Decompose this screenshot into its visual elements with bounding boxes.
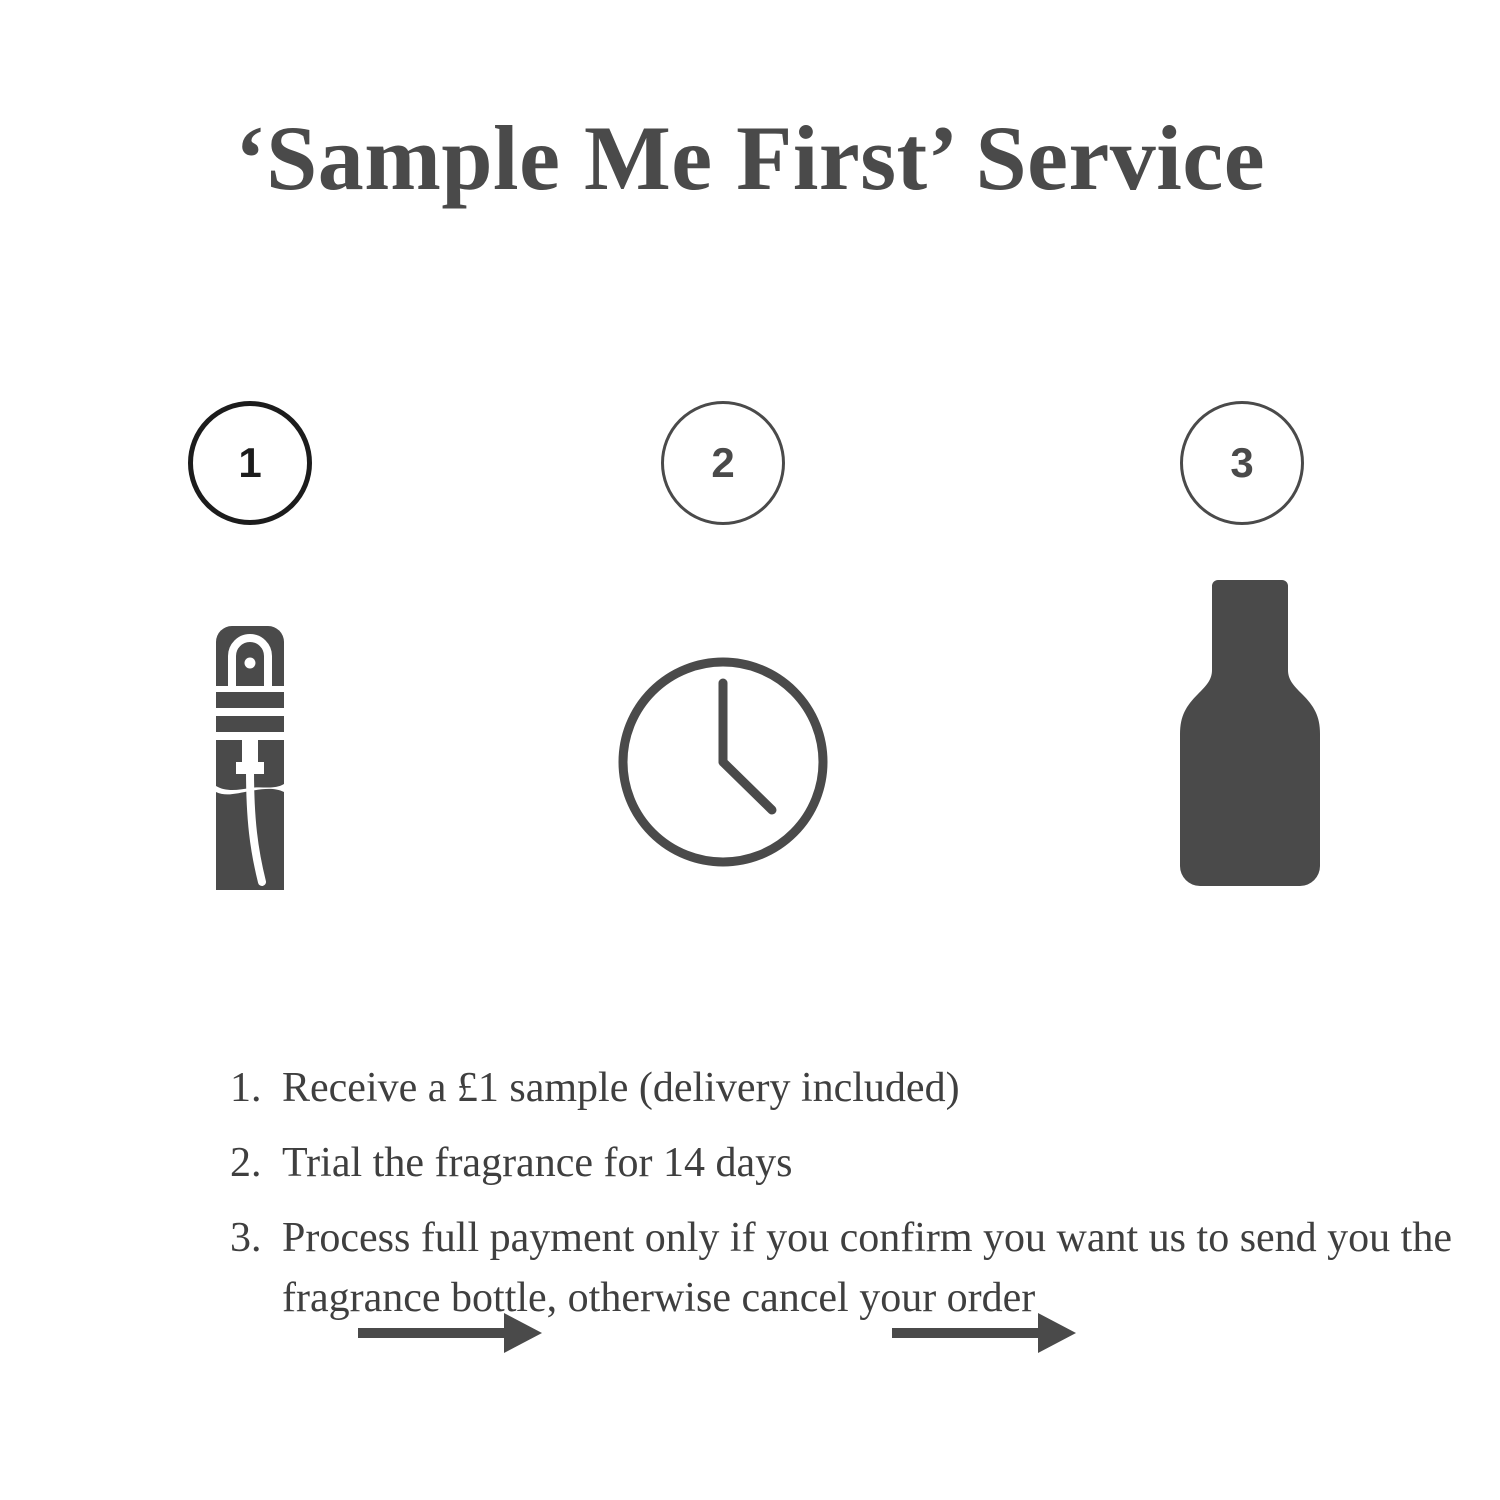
instruction-list: 1. Receive a £1 sample (delivery include… bbox=[190, 1058, 1470, 1343]
step-number-3: 3 bbox=[1230, 439, 1254, 486]
arrow-right-icon-2 bbox=[892, 1303, 1082, 1363]
step-icon-row bbox=[0, 570, 1500, 1353]
arrow-right-icon-1 bbox=[358, 1303, 548, 1363]
fragrance-bottle-icon bbox=[1150, 570, 1350, 900]
instruction-item-1: 1. Receive a £1 sample (delivery include… bbox=[230, 1058, 1470, 1118]
instruction-text-1: Receive a £1 sample (delivery included) bbox=[282, 1065, 960, 1111]
step-number-2: 2 bbox=[711, 439, 735, 486]
step-number-1: 1 bbox=[238, 439, 262, 486]
instruction-marker-2: 2. bbox=[230, 1140, 262, 1186]
instruction-marker-3: 3. bbox=[230, 1215, 262, 1261]
instruction-text-3: Process full payment only if you confirm… bbox=[282, 1215, 1452, 1321]
step-circle-3: 3 bbox=[1180, 401, 1304, 525]
step-circle-2: 2 bbox=[661, 401, 785, 525]
sample-vial-icon bbox=[180, 570, 320, 900]
instruction-item-3: 3. Process full payment only if you conf… bbox=[230, 1208, 1470, 1328]
clock-icon bbox=[612, 570, 834, 900]
instruction-marker-1: 1. bbox=[230, 1065, 262, 1111]
instruction-text-2: Trial the fragrance for 14 days bbox=[282, 1140, 793, 1186]
instruction-item-2: 2. Trial the fragrance for 14 days bbox=[230, 1133, 1470, 1193]
step-circle-1: 1 bbox=[188, 401, 312, 525]
step-number-row: 1 2 3 bbox=[0, 401, 1500, 527]
page-title: ‘Sample Me First’ Service bbox=[234, 107, 1266, 209]
